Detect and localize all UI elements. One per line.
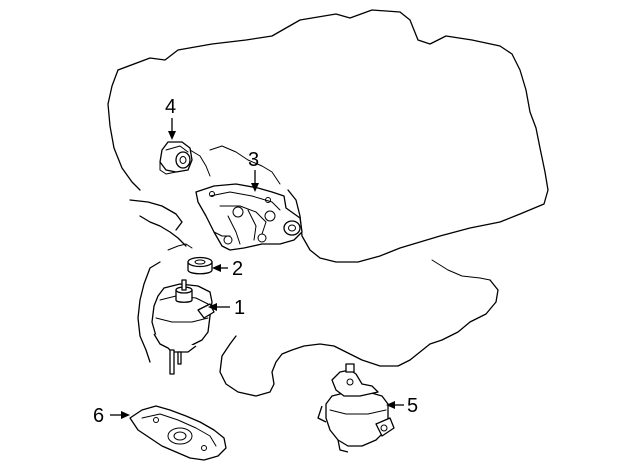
part-4-upper-mount[interactable]	[159, 141, 193, 175]
callout-2: 2	[212, 258, 243, 280]
callout-6-label: 6	[93, 405, 104, 427]
part-6-bracket-plate[interactable]	[129, 405, 227, 461]
callout-2-label: 2	[232, 258, 243, 280]
callout-6: 6	[93, 405, 130, 427]
part-2-spacer[interactable]	[187, 256, 213, 275]
callout-4-label: 4	[165, 96, 176, 118]
callout-3: 3	[248, 149, 259, 192]
callout-1-label: 1	[234, 297, 245, 319]
callout-4: 4	[165, 96, 176, 140]
engine-outline	[107, 9, 549, 397]
callout-5-label: 5	[407, 395, 418, 417]
part-1-engine-mount[interactable]	[151, 279, 215, 375]
part-3-mount-bracket[interactable]	[195, 183, 303, 251]
callout-5: 5	[386, 395, 418, 417]
part-5-engine-mount[interactable]	[317, 363, 395, 453]
callout-1: 1	[208, 297, 245, 319]
callout-3-label: 3	[248, 149, 259, 171]
